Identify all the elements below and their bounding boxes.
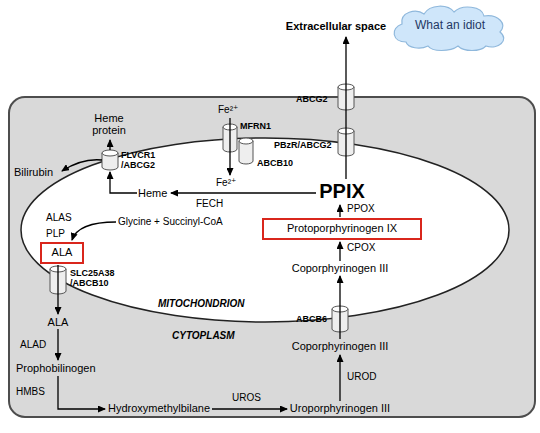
transporter-cylinders <box>50 84 354 332</box>
transporter-cylinder <box>223 124 237 130</box>
highlight-box: Protoporphyrinogen IX <box>262 218 422 240</box>
reaction-arrow <box>58 376 105 409</box>
location-label: Extracellular space <box>280 20 392 32</box>
reaction-arrow <box>57 329 58 360</box>
reaction-arrow <box>339 276 340 339</box>
reaction-arrow <box>339 355 340 401</box>
transporter-cylinder <box>338 87 354 110</box>
reaction-arrows <box>58 37 346 409</box>
transporter-cylinder <box>50 269 66 294</box>
transporter-cylinder <box>338 84 354 90</box>
transporter-cylinder <box>338 128 354 134</box>
reaction-arrow <box>110 172 137 193</box>
highlight-box: ALA <box>40 242 84 264</box>
transporter-cylinder <box>102 150 118 156</box>
compartment-label: MITOCHONDRION <box>158 298 268 309</box>
speech-bubble: What an idiot <box>386 4 514 50</box>
transporter-cylinder <box>338 131 354 156</box>
cell-outline: CYTOPLASM MITOCHONDRION Protoporphyrinogen… <box>8 96 536 418</box>
compartment-label: CYTOPLASM <box>172 330 272 341</box>
transporter-cylinder <box>239 138 253 144</box>
transporter-cylinder <box>102 153 118 170</box>
reaction-arrow <box>171 192 316 193</box>
reaction-arrow <box>339 205 340 217</box>
reaction-arrow <box>212 408 287 409</box>
reaction-arrow <box>57 265 58 314</box>
bubble-text: What an idiot <box>390 19 510 32</box>
reaction-arrow <box>345 37 346 179</box>
metabolite-label: ALA <box>40 246 84 258</box>
highlight-border <box>41 243 83 263</box>
reaction-arrow <box>339 242 340 261</box>
metabolite-label: Protoporphyrinogen IX <box>262 222 422 234</box>
transporter-cylinder <box>332 309 348 332</box>
transporter-cylinder <box>239 141 253 164</box>
reaction-arrow <box>229 118 230 175</box>
cell-outline <box>9 97 535 417</box>
reaction-arrow <box>62 160 102 171</box>
reaction-arrow <box>72 222 116 240</box>
mitochondrion-outline <box>21 138 509 322</box>
transporter-cylinder <box>223 127 237 152</box>
transporter-cylinder <box>332 306 348 312</box>
reaction-arrow <box>109 140 110 150</box>
transporter-cylinder <box>50 266 66 272</box>
highlight-border <box>263 219 421 239</box>
mitochondrion-outline: MITOCHONDRION Protoporphyrinogen IX ALA <box>20 137 510 323</box>
